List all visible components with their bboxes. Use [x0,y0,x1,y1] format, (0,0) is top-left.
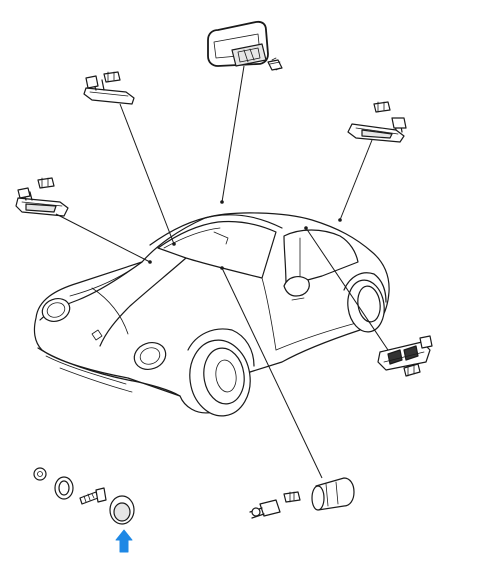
festoon-bulb-right-lower [403,363,421,377]
car-body [33,212,390,417]
interior-light-right-lower [304,226,433,377]
festoon-bulb-top [267,57,283,71]
bolt [79,487,107,505]
cover-cap [109,495,135,525]
arrow-up-icon [115,529,133,553]
interior-light-bottom [220,266,355,519]
small-parts-group [33,467,135,525]
festoon-bulb-left-upper [103,71,121,83]
grommet [54,476,74,500]
festoon-bulb-right-upper [373,101,391,113]
wedge-bulb [249,499,281,519]
interior-light-right-upper [338,101,407,222]
bulb-socket [283,491,301,503]
dome-light-assembly [207,20,283,204]
nut [33,467,47,481]
interior-light-left-upper [83,71,176,246]
festoon-bulb-left-middle [37,177,55,189]
interior-light-left-middle [15,177,152,264]
